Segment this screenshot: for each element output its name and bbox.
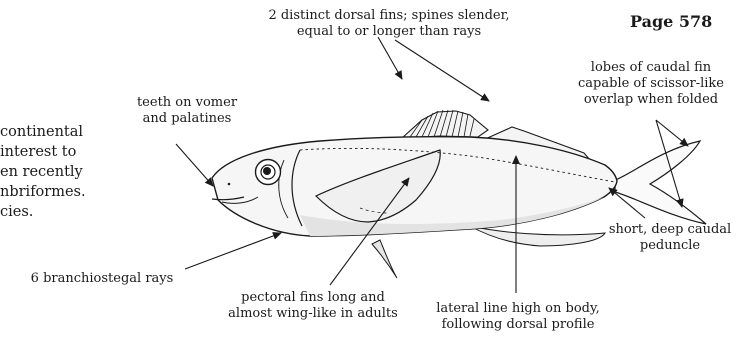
label-lateral-line: lateral line high on body, following dor… [432,301,604,333]
label-caudal-peduncle: short, deep caudal peduncle [600,222,740,254]
label-caudal-lobes: lobes of caudal fin capable of scissor-l… [566,60,736,108]
anal-fin [470,226,605,246]
spiny-dorsal-fin [402,111,488,138]
label-pectoral: pectoral fins long and almost wing-like … [218,290,408,322]
label-teeth: teeth on vomer and palatines [128,95,246,127]
label-dorsal-fins: 2 distinct dorsal fins; spines slender, … [258,8,520,40]
pelvic-fin [372,240,397,278]
pupil [263,167,271,175]
nostril [228,183,231,186]
caudal-fin [615,141,706,224]
label-branchiostegal: 6 branchiostegal rays [22,271,182,287]
